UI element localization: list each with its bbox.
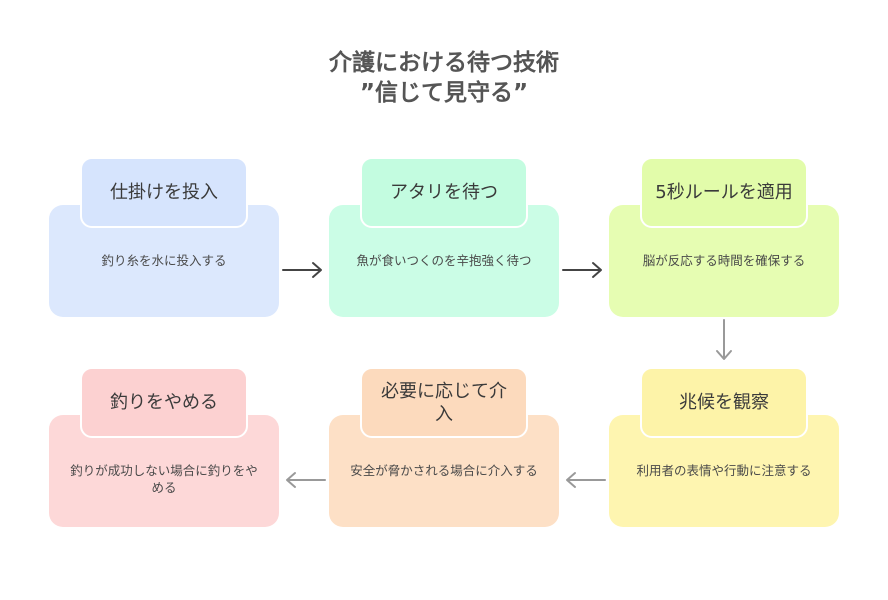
arrow-left-icon (566, 472, 606, 488)
arrow-right-icon (282, 262, 322, 278)
diagram-title: 介護における待つ技術 ”信じて見守る” (0, 48, 888, 108)
step-description: 脳が反応する時間を確保する (642, 253, 806, 268)
title-line-2: ”信じて見守る” (359, 80, 529, 106)
step-title: 必要に応じて介入 (360, 367, 528, 438)
step-description: 魚が食いつくのを辛抱強く待つ (356, 253, 532, 268)
step-title: 5秒ルールを適用 (640, 157, 808, 228)
arrow-right-icon (562, 262, 602, 278)
step-title: 仕掛けを投入 (80, 157, 248, 228)
step-title: 兆候を観察 (640, 367, 808, 438)
step-title: アタリを待つ (360, 157, 528, 228)
step-description: 釣りが成功しない場合に釣りをやめる (70, 463, 258, 495)
step-description: 利用者の表情や行動に注意する (636, 463, 812, 478)
title-line-1: 介護における待つ技術 (329, 50, 559, 76)
step-title: 釣りをやめる (80, 367, 248, 438)
arrow-down-icon (716, 319, 732, 360)
arrow-left-icon (286, 472, 326, 488)
step-description: 釣り糸を水に投入する (101, 253, 227, 268)
step-description: 安全が脅かされる場合に介入する (350, 463, 538, 478)
